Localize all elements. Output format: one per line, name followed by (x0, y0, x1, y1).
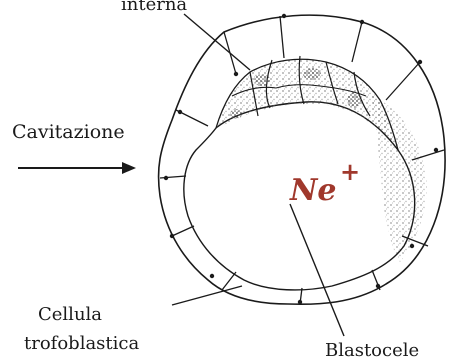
sodium-ion-annotation: Ne (289, 173, 337, 208)
sodium-ion-charge: + (340, 157, 360, 186)
inner-cell-mass (216, 56, 398, 150)
cavitation-label: Cavitazione (12, 121, 125, 143)
blastocoel-label: Blastocele (325, 340, 419, 361)
trophoblast-label-line2: trofoblastica (24, 333, 139, 354)
trophoblast-label-line1: Cellula (38, 304, 102, 325)
inner-cell-mass-label: interna (121, 0, 187, 15)
cavitation-arrow (18, 162, 136, 174)
